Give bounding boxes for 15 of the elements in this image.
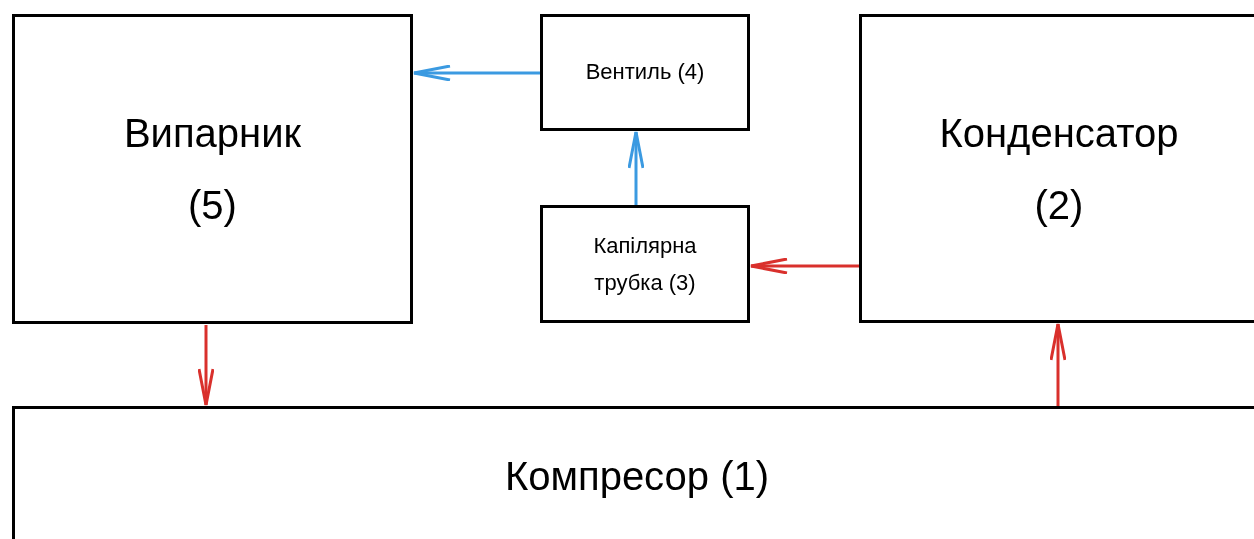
arrow <box>197 325 215 407</box>
process-box <box>12 14 413 324</box>
arrow <box>749 257 859 275</box>
process-box <box>12 406 1254 539</box>
box-label: Конденсатор (2) <box>938 109 1180 229</box>
process-box <box>540 205 750 323</box>
box-label: Капілярна трубка (3) <box>592 231 698 297</box>
arrow <box>412 64 540 82</box>
arrow <box>627 130 645 205</box>
arrow <box>1049 322 1067 406</box>
process-box <box>859 14 1254 323</box>
process-box <box>540 14 750 131</box>
box-label: Випарник (5) <box>122 110 303 229</box>
box-label: Компресор (1) <box>503 453 771 500</box>
box-label: Вентиль (4) <box>584 58 706 87</box>
